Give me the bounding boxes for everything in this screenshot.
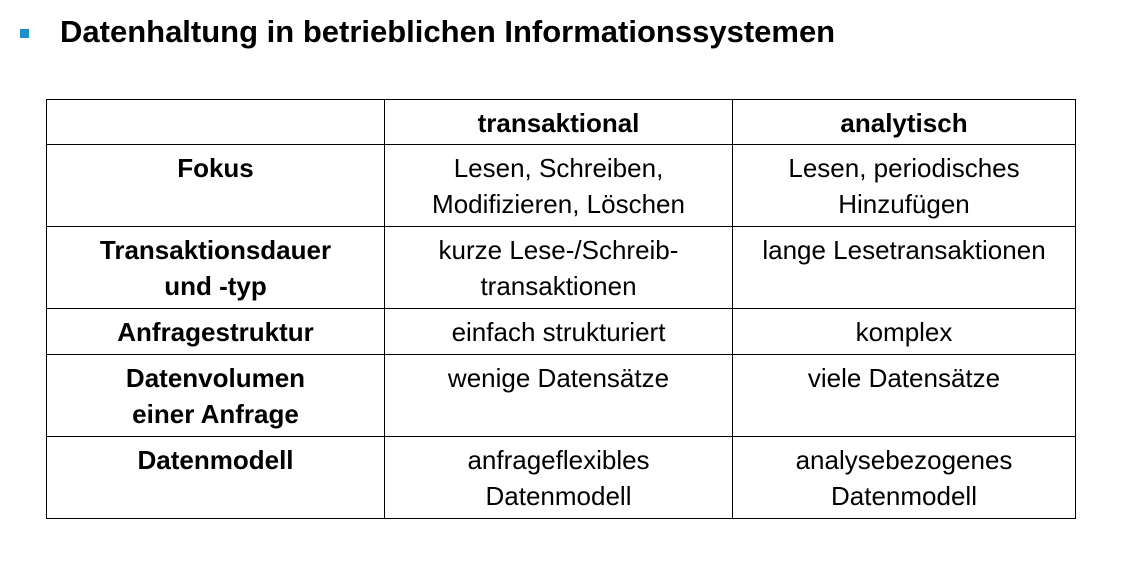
header-label: analytisch xyxy=(840,108,968,138)
cell-line: lange Lesetransaktionen xyxy=(762,235,1046,265)
header-label: transaktional xyxy=(477,108,640,138)
table-row: Anfragestruktur einfach strukturiert kom… xyxy=(46,308,1076,355)
row-label-line: Datenmodell xyxy=(137,445,294,475)
cell-line: Lesen, Schreiben, xyxy=(453,153,664,183)
cell-analytisch: komplex xyxy=(732,308,1076,355)
cell-line: Hinzufügen xyxy=(838,189,970,219)
cell-analytisch: analysebezogenes Datenmodell xyxy=(732,436,1076,519)
cell-line: analysebezogenes xyxy=(795,445,1013,475)
table-row: Datenmodell anfrageflexibles Datenmodell… xyxy=(46,436,1076,519)
table-row: Fokus Lesen, Schreiben, Modifizieren, Lö… xyxy=(46,144,1076,227)
cell-line: Lesen, periodisches xyxy=(788,153,1020,183)
row-label-line: und -typ xyxy=(164,271,267,301)
cell-line: anfrageflexibles xyxy=(467,445,650,475)
row-label-line: Datenvolumen xyxy=(125,363,306,393)
cell-line: viele Datensätze xyxy=(807,363,1001,393)
cell-line: einfach strukturiert xyxy=(451,317,666,347)
cell-line: transaktionen xyxy=(480,271,637,301)
table-header-row: transaktional analytisch xyxy=(46,99,1076,145)
header-empty xyxy=(46,99,385,145)
cell-line: Datenmodell xyxy=(831,481,977,511)
cell-transaktional: kurze Lese-/Schreib- transaktionen xyxy=(384,226,733,309)
row-label: Anfragestruktur xyxy=(46,308,385,355)
cell-transaktional: anfrageflexibles Datenmodell xyxy=(384,436,733,519)
header-transaktional: transaktional xyxy=(384,99,733,145)
cell-transaktional: Lesen, Schreiben, Modifizieren, Löschen xyxy=(384,144,733,227)
bullet-icon xyxy=(20,28,29,38)
row-label-line: Fokus xyxy=(177,153,254,183)
cell-analytisch: Lesen, periodisches Hinzufügen xyxy=(732,144,1076,227)
cell-transaktional: einfach strukturiert xyxy=(384,308,733,355)
slide-title: Datenhaltung in betrieblichen Informatio… xyxy=(60,14,836,49)
row-label: Datenmodell xyxy=(46,436,385,519)
comparison-table: transaktional analytisch Fokus Lesen, Sc… xyxy=(46,99,1076,519)
cell-line: wenige Datensätze xyxy=(447,363,670,393)
cell-line: Modifizieren, Löschen xyxy=(432,189,685,219)
row-label: Transaktionsdauer und -typ xyxy=(46,226,385,309)
row-label: Datenvolumen einer Anfrage xyxy=(46,354,385,437)
cell-line: komplex xyxy=(855,317,953,347)
cell-transaktional: wenige Datensätze xyxy=(384,354,733,437)
row-label: Fokus xyxy=(46,144,385,227)
cell-analytisch: viele Datensätze xyxy=(732,354,1076,437)
cell-line: kurze Lese-/Schreib- xyxy=(438,235,679,265)
header-analytisch: analytisch xyxy=(732,99,1076,145)
row-label-line: einer Anfrage xyxy=(132,399,299,429)
table-row: Datenvolumen einer Anfrage wenige Datens… xyxy=(46,354,1076,437)
table-row: Transaktionsdauer und -typ kurze Lese-/S… xyxy=(46,226,1076,309)
cell-line: Datenmodell xyxy=(485,481,632,511)
title-row: Datenhaltung in betrieblichen Informatio… xyxy=(20,12,835,52)
cell-analytisch: lange Lesetransaktionen xyxy=(732,226,1076,309)
row-label-line: Transaktionsdauer xyxy=(99,235,332,265)
row-label-line: Anfragestruktur xyxy=(117,317,314,347)
